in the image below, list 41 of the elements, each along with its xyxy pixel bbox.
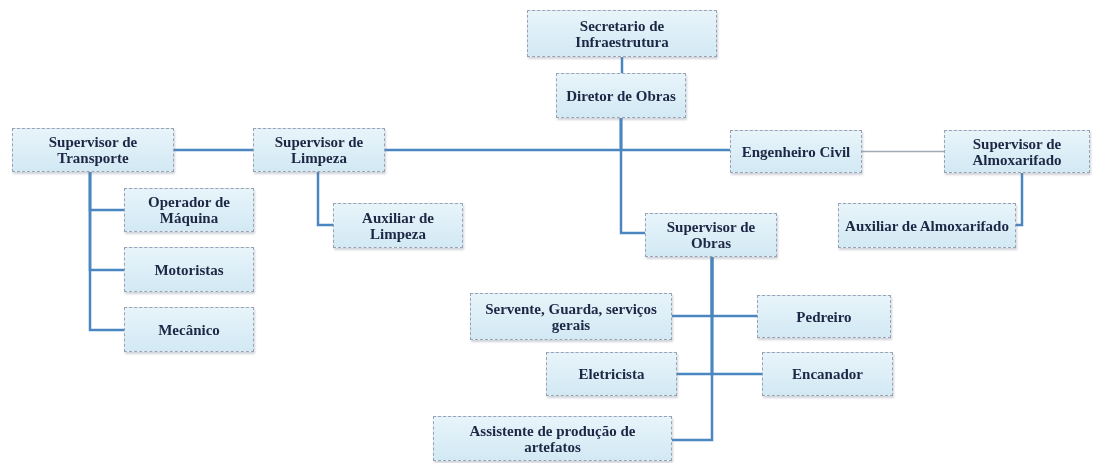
role-label: Operador de Máquina [147, 194, 231, 226]
org-box [645, 213, 777, 257]
role-label: Motoristas [154, 261, 224, 278]
org-box [527, 10, 717, 57]
role-label: Encanador [792, 366, 863, 382]
role-label: Diretor de Obras [566, 87, 676, 104]
org-box [546, 352, 677, 396]
org-box [333, 203, 463, 248]
role-label: Assistente de produção de artefatos [468, 422, 637, 455]
connector-line [861, 150, 945, 153]
connector-line [1016, 173, 1024, 227]
org-box [433, 416, 672, 461]
connector-line [174, 148, 253, 152]
role-label: Secretario de Infraestrutura [574, 17, 670, 50]
org-box [556, 73, 686, 118]
connector-line [88, 172, 124, 332]
org-box [757, 295, 891, 338]
role-label: Auxiliar de Almoxarifado [845, 217, 1009, 234]
role-label: Engenheiro Civil [741, 143, 851, 160]
org-box [838, 203, 1016, 248]
role-label: Supervisor de Limpeza [273, 134, 365, 166]
org-box [470, 293, 672, 340]
org-box [730, 130, 862, 173]
org-box [124, 307, 254, 352]
org-box [762, 352, 893, 396]
role-label: Auxiliar de Limpeza [361, 209, 435, 242]
connector-line [316, 172, 333, 227]
org-box [253, 128, 385, 172]
org-box [124, 247, 254, 292]
role-label: Servente, Guarda, serviços gerais [484, 300, 658, 333]
role-label: Eletricista [578, 366, 645, 382]
role-label: Supervisor de Obras [665, 219, 757, 251]
connector-line [619, 118, 645, 235]
role-label: Supervisor de Almoxarifado [971, 135, 1063, 168]
org-box [944, 130, 1090, 173]
role-label: Mecânico [158, 321, 220, 338]
role-label: Supervisor de Transporte [47, 134, 139, 166]
org-box [12, 128, 174, 172]
role-label: Pedreiro [796, 308, 852, 325]
connector-line [672, 257, 714, 442]
org-box [124, 188, 254, 232]
